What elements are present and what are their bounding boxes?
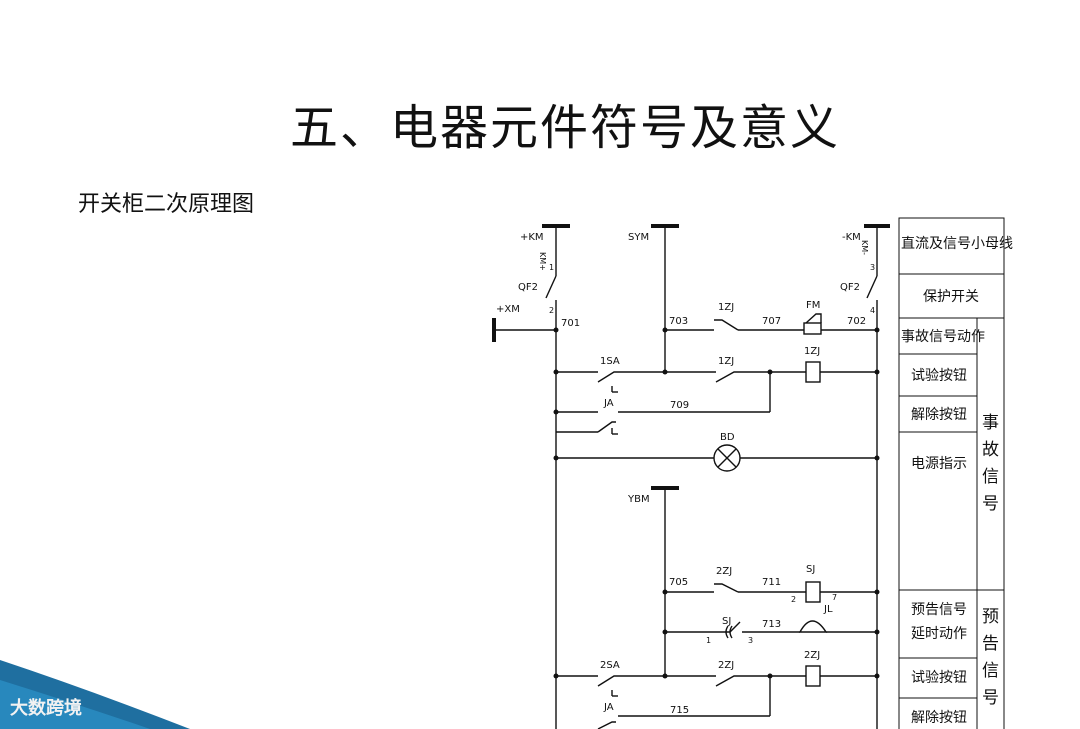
legend-row-9: 解除按钮 — [911, 710, 967, 726]
label-xm: +XM — [496, 304, 520, 315]
jl-bell — [798, 620, 828, 633]
legend-row-2: 保护开关 — [923, 289, 979, 305]
label-1zj-coil: 1ZJ — [804, 346, 820, 357]
sj-coil — [805, 581, 821, 603]
label-1zj-b: 1ZJ — [718, 356, 734, 367]
label-km-neg: -KM — [842, 232, 861, 243]
label-sj-coil: SJ — [806, 564, 815, 575]
fm-buzzer — [803, 322, 822, 335]
zj2-coil — [805, 665, 821, 687]
diagram-subtitle: 开关柜二次原理图 — [78, 192, 255, 217]
label-705: 705 — [669, 577, 688, 588]
legend-group-accident-2: 故 — [982, 440, 999, 460]
label-703: 703 — [669, 316, 688, 327]
ja2-button — [597, 721, 616, 729]
legend-group-accident-4: 号 — [982, 494, 999, 514]
label-715: 715 — [670, 705, 689, 716]
label-jl: JL — [823, 604, 833, 615]
zj1-coil — [805, 361, 821, 383]
ja1-button — [597, 421, 616, 433]
legend-group-warning-4: 号 — [982, 688, 999, 708]
pin-1: 1 — [549, 263, 554, 272]
legend-group-warning-3: 信 — [982, 661, 999, 681]
legend-row-1: 直流及信号小母线 — [901, 235, 1013, 252]
legend-row-6: 电源指示 — [911, 456, 967, 472]
page-title: 五、电器元件符号及意义 — [289, 100, 840, 156]
legend-group-warning-1: 预 — [982, 607, 999, 627]
label-711: 711 — [762, 577, 781, 588]
label-km-pos: +KM — [520, 232, 544, 243]
pin-sj-3: 3 — [748, 636, 753, 645]
label-ja2: JA — [603, 702, 614, 713]
label-1zj-a: 1ZJ — [718, 302, 734, 313]
label-ja1: JA — [603, 398, 614, 409]
pin-4: 4 — [870, 306, 875, 315]
label-2sa: 2SA — [600, 660, 620, 671]
sa2-button — [597, 675, 618, 687]
legend-row-7b: 延时动作 — [911, 626, 967, 642]
zj1-contact-a — [714, 319, 739, 331]
zj2-contact-b — [715, 675, 740, 687]
watermark-logo: 大数跨境 — [10, 694, 82, 720]
label-2zj-a: 2ZJ — [716, 566, 732, 577]
label-701: 701 — [561, 318, 580, 329]
label-qf2-left: QF2 — [518, 282, 538, 293]
sa1-button — [597, 371, 618, 383]
label-km-neg-vertical: KM- — [860, 240, 869, 255]
label-707: 707 — [762, 316, 781, 327]
label-sym: SYM — [628, 232, 649, 243]
zj1-contact-b — [715, 371, 740, 383]
legend-row-3: 事故信号动作 — [901, 329, 985, 345]
qf2-right-contact — [866, 275, 878, 299]
zj2-contact-a — [714, 583, 739, 593]
watermark-text: 大数跨境 — [10, 698, 82, 719]
legend-group-accident-1: 事 — [982, 413, 999, 433]
label-ybm: YBM — [627, 494, 650, 505]
legend-row-5: 解除按钮 — [911, 407, 967, 423]
legend-row-4: 试验按钮 — [911, 368, 967, 384]
pin-sj-7: 7 — [832, 593, 837, 602]
label-qf2-right: QF2 — [840, 282, 860, 293]
pin-sj-2: 2 — [791, 595, 796, 604]
pin-3: 3 — [870, 263, 875, 272]
qf2-left-contact — [545, 275, 557, 299]
label-709: 709 — [670, 400, 689, 411]
label-702: 702 — [847, 316, 866, 327]
label-1sa: 1SA — [600, 356, 620, 367]
pin-2: 2 — [549, 306, 554, 315]
legend-group-accident-3: 信 — [982, 467, 999, 487]
legend-row-8: 试验按钮 — [911, 670, 967, 686]
label-sj-contact: SJ — [722, 616, 731, 627]
pin-sj-1: 1 — [706, 636, 711, 645]
label-2zj-b: 2ZJ — [718, 660, 734, 671]
legend-table: 直流及信号小母线 保护开关 事故信号动作 试验按钮 解除按钮 电源指示 预告信号… — [898, 217, 1013, 729]
legend-row-7a: 预告信号 — [911, 602, 967, 618]
label-fm: FM — [806, 300, 820, 311]
label-2zj-coil: 2ZJ — [804, 650, 820, 661]
label-bd: BD — [720, 432, 735, 443]
junction-dots — [553, 327, 880, 679]
legend-group-warning-2: 告 — [982, 634, 999, 654]
label-km-pos-vertical: KM+ — [538, 252, 547, 271]
label-713: 713 — [762, 619, 781, 630]
